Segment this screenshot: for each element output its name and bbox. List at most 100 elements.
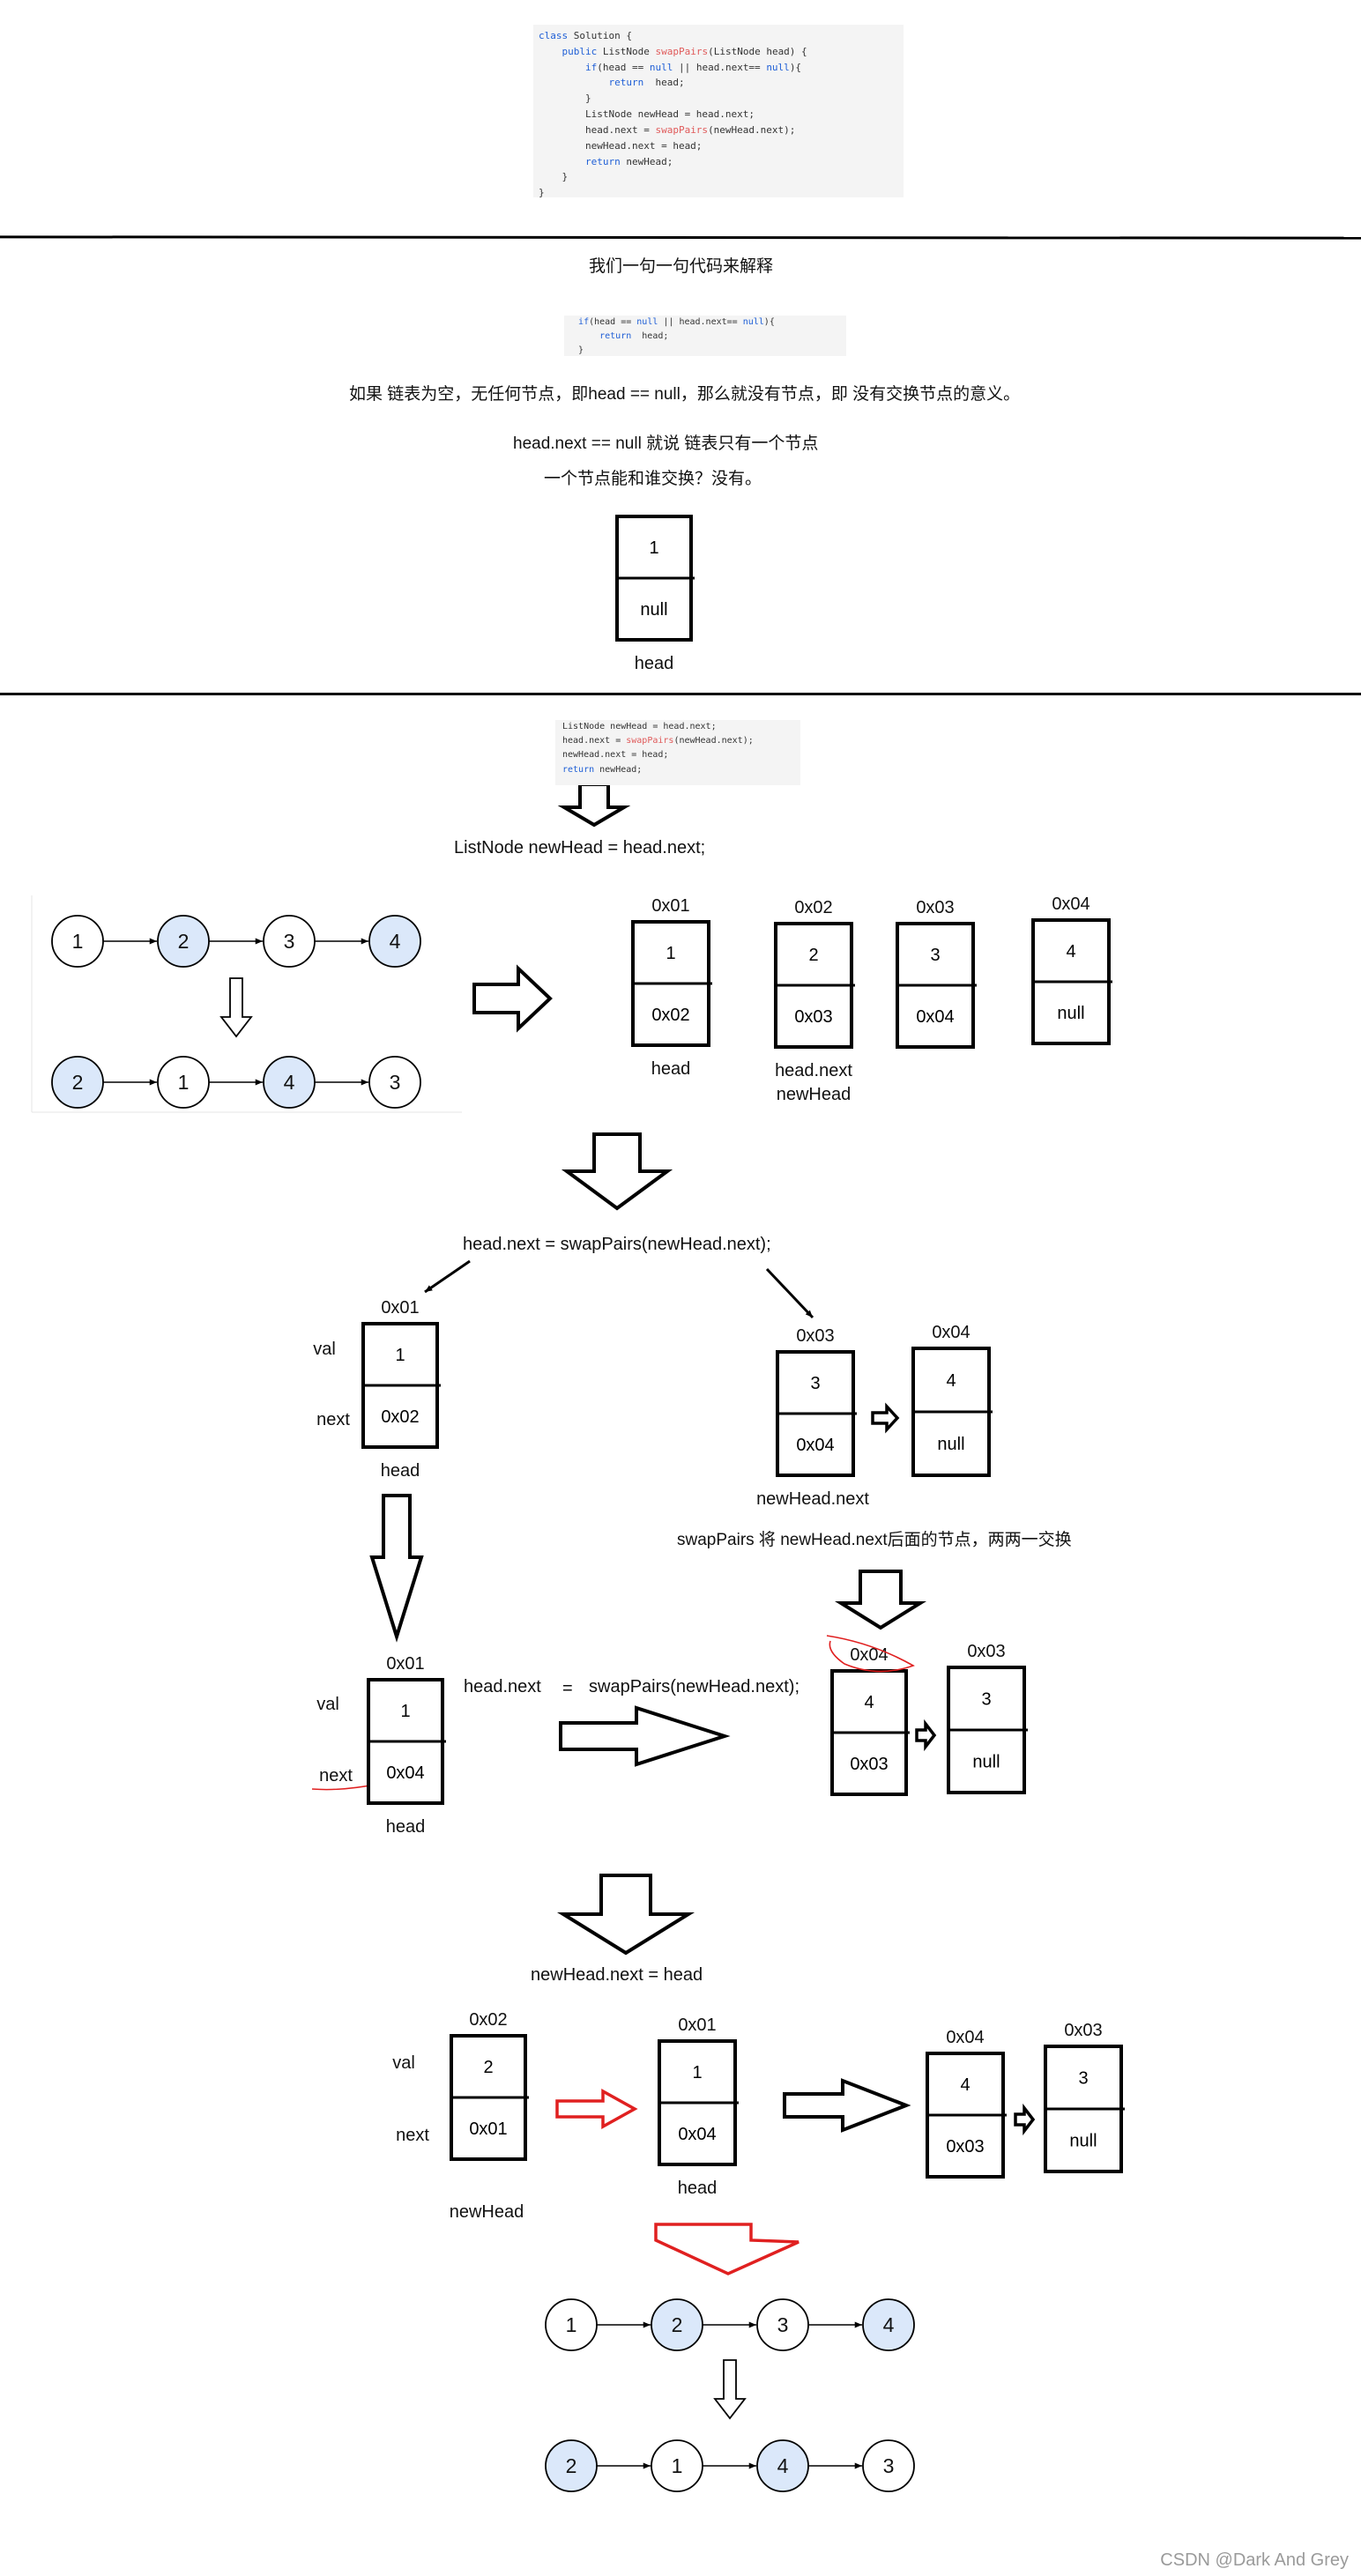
red-down-arrow-final [654,2223,799,2275]
chain-after-node-value: 2 [72,1071,84,1094]
field-label-next: next [316,1410,350,1429]
chain-final-after-link-head [854,2462,862,2469]
chain-after-link-head [255,1079,263,1086]
chain-after-link-head [361,1079,368,1086]
field-label-val: val [392,2053,415,2073]
chain-after-node-value: 1 [178,1071,190,1094]
node-address: 0x01 [386,1654,424,1674]
node-value: 1 [666,944,675,963]
chain-final-after-node-value: 1 [672,2454,683,2477]
node-address: 0x01 [678,2016,716,2035]
node-next: 0x04 [386,1763,424,1783]
chain-before-node-value: 3 [284,930,295,953]
node-value: 3 [810,1374,820,1393]
step3-statement-rhs: swapPairs(newHead.next); [589,1677,799,1696]
down-arrow-step4 [556,1874,695,1956]
red-circle-0x04 [826,1635,915,1673]
node-address: 0x02 [794,898,832,917]
diag-arrow-left [424,1259,471,1294]
node-next: null [1069,2132,1097,2151]
small-right-arrow-step2 [871,1402,900,1434]
watermark: CSDN @Dark And Grey [1160,2550,1349,2570]
node-address: 0x03 [796,1326,834,1346]
node-next: 0x02 [381,1407,419,1427]
separator-line-2 [0,693,1361,695]
step3-statement-eq: = [562,1679,573,1698]
down-arrow-step2 [561,1132,673,1211]
code-block-if: if(head == null || head.next== null){ re… [564,316,846,356]
node-label: head [651,1059,691,1079]
chain-final-before-link-head [643,2321,651,2328]
code-line: return newHead; [584,155,673,167]
list-node-box: 3 0x04 [776,1350,857,1477]
code-block-rest: ListNode newHead = head.next;head.next =… [555,720,800,785]
statement-newhead: ListNode newHead = head.next; [454,838,706,857]
statement-newhead-next: newHead.next = head [531,1965,703,1985]
node-next: 0x04 [678,2125,716,2144]
red-right-arrow-step4 [555,2089,638,2129]
field-label-val: val [313,1340,336,1359]
node-next: null [937,1435,964,1454]
right-arrow-step1 [472,964,553,1033]
node-value: 4 [1066,942,1075,961]
code-line: head.next = swapPairs(newHead.next); [562,736,754,746]
diag-arrow-left-head [425,1285,433,1292]
code-line: if(head == null || head.next== null){ [578,317,775,327]
code-line: } [568,345,584,356]
list-node-box: 3 null [947,1666,1028,1794]
down-arrow-chain-1 [219,977,253,1038]
node-label: newHead [777,1085,852,1104]
diag-arrow-right-head [805,1310,813,1318]
chain-final-before-node [862,2298,915,2351]
code-line: newHead.next = head; [562,750,669,761]
node-value: 1 [400,1702,410,1721]
chain-final-after-link-head [643,2462,651,2469]
step4-newhead-label: newHead [450,2202,524,2222]
node-address: 0x01 [381,1298,419,1318]
small-right-arrow-step3 [915,1719,937,1752]
node-next: 0x03 [794,1007,832,1027]
chain-final-after-link-head [748,2462,756,2469]
node-address: 0x04 [946,2028,984,2047]
right-arrow-step4 [783,2078,911,2133]
node-next: null [972,1753,1000,1772]
right-arrow-step3 [559,1705,731,1767]
field-label-val: val [316,1695,339,1714]
chain-before-node-value: 2 [178,930,190,953]
node-next: 0x04 [796,1436,834,1455]
chain-before-node-value: 1 [72,930,84,953]
list-node-box: 3 0x04 [896,922,977,1049]
field-label-next: next [319,1766,353,1785]
node-value: 1 [649,538,658,558]
chain-after-node [368,1056,421,1109]
code-line: if(head == null || head.next== null){ [584,61,802,73]
code-line: ListNode newHead = head.next; [539,108,755,121]
small-right-arrow-step4 [1014,2103,1036,2136]
down-arrow-right-step3 [835,1570,926,1630]
chain-final-after-node [862,2439,915,2492]
node-address: 0x04 [1052,895,1090,914]
node-value: 3 [930,946,940,965]
node-next: null [1057,1004,1084,1023]
node-next: 0x04 [916,1007,954,1027]
code-line: class Solution { [539,30,632,41]
node-address: 0x01 [651,896,689,916]
node-address: 0x03 [967,1642,1005,1661]
list-node-box: 4 null [911,1347,993,1477]
chain-final-after-node-value: 2 [566,2454,577,2477]
node-address: 0x04 [850,1645,888,1665]
node-value: 3 [981,1690,991,1710]
chain-final-before-node-value: 1 [566,2313,577,2336]
diag-arrow-right [765,1267,814,1319]
node-value: 1 [692,2063,702,2082]
node-value: 4 [946,1371,956,1391]
chain-final-after-node-value: 4 [777,2454,789,2477]
list-node-box: 1 0x04 [658,2039,739,2166]
explain-line-3: 一个节点能和谁交换？没有。 [544,470,762,488]
step2-right-label: newHead.next [756,1489,869,1509]
